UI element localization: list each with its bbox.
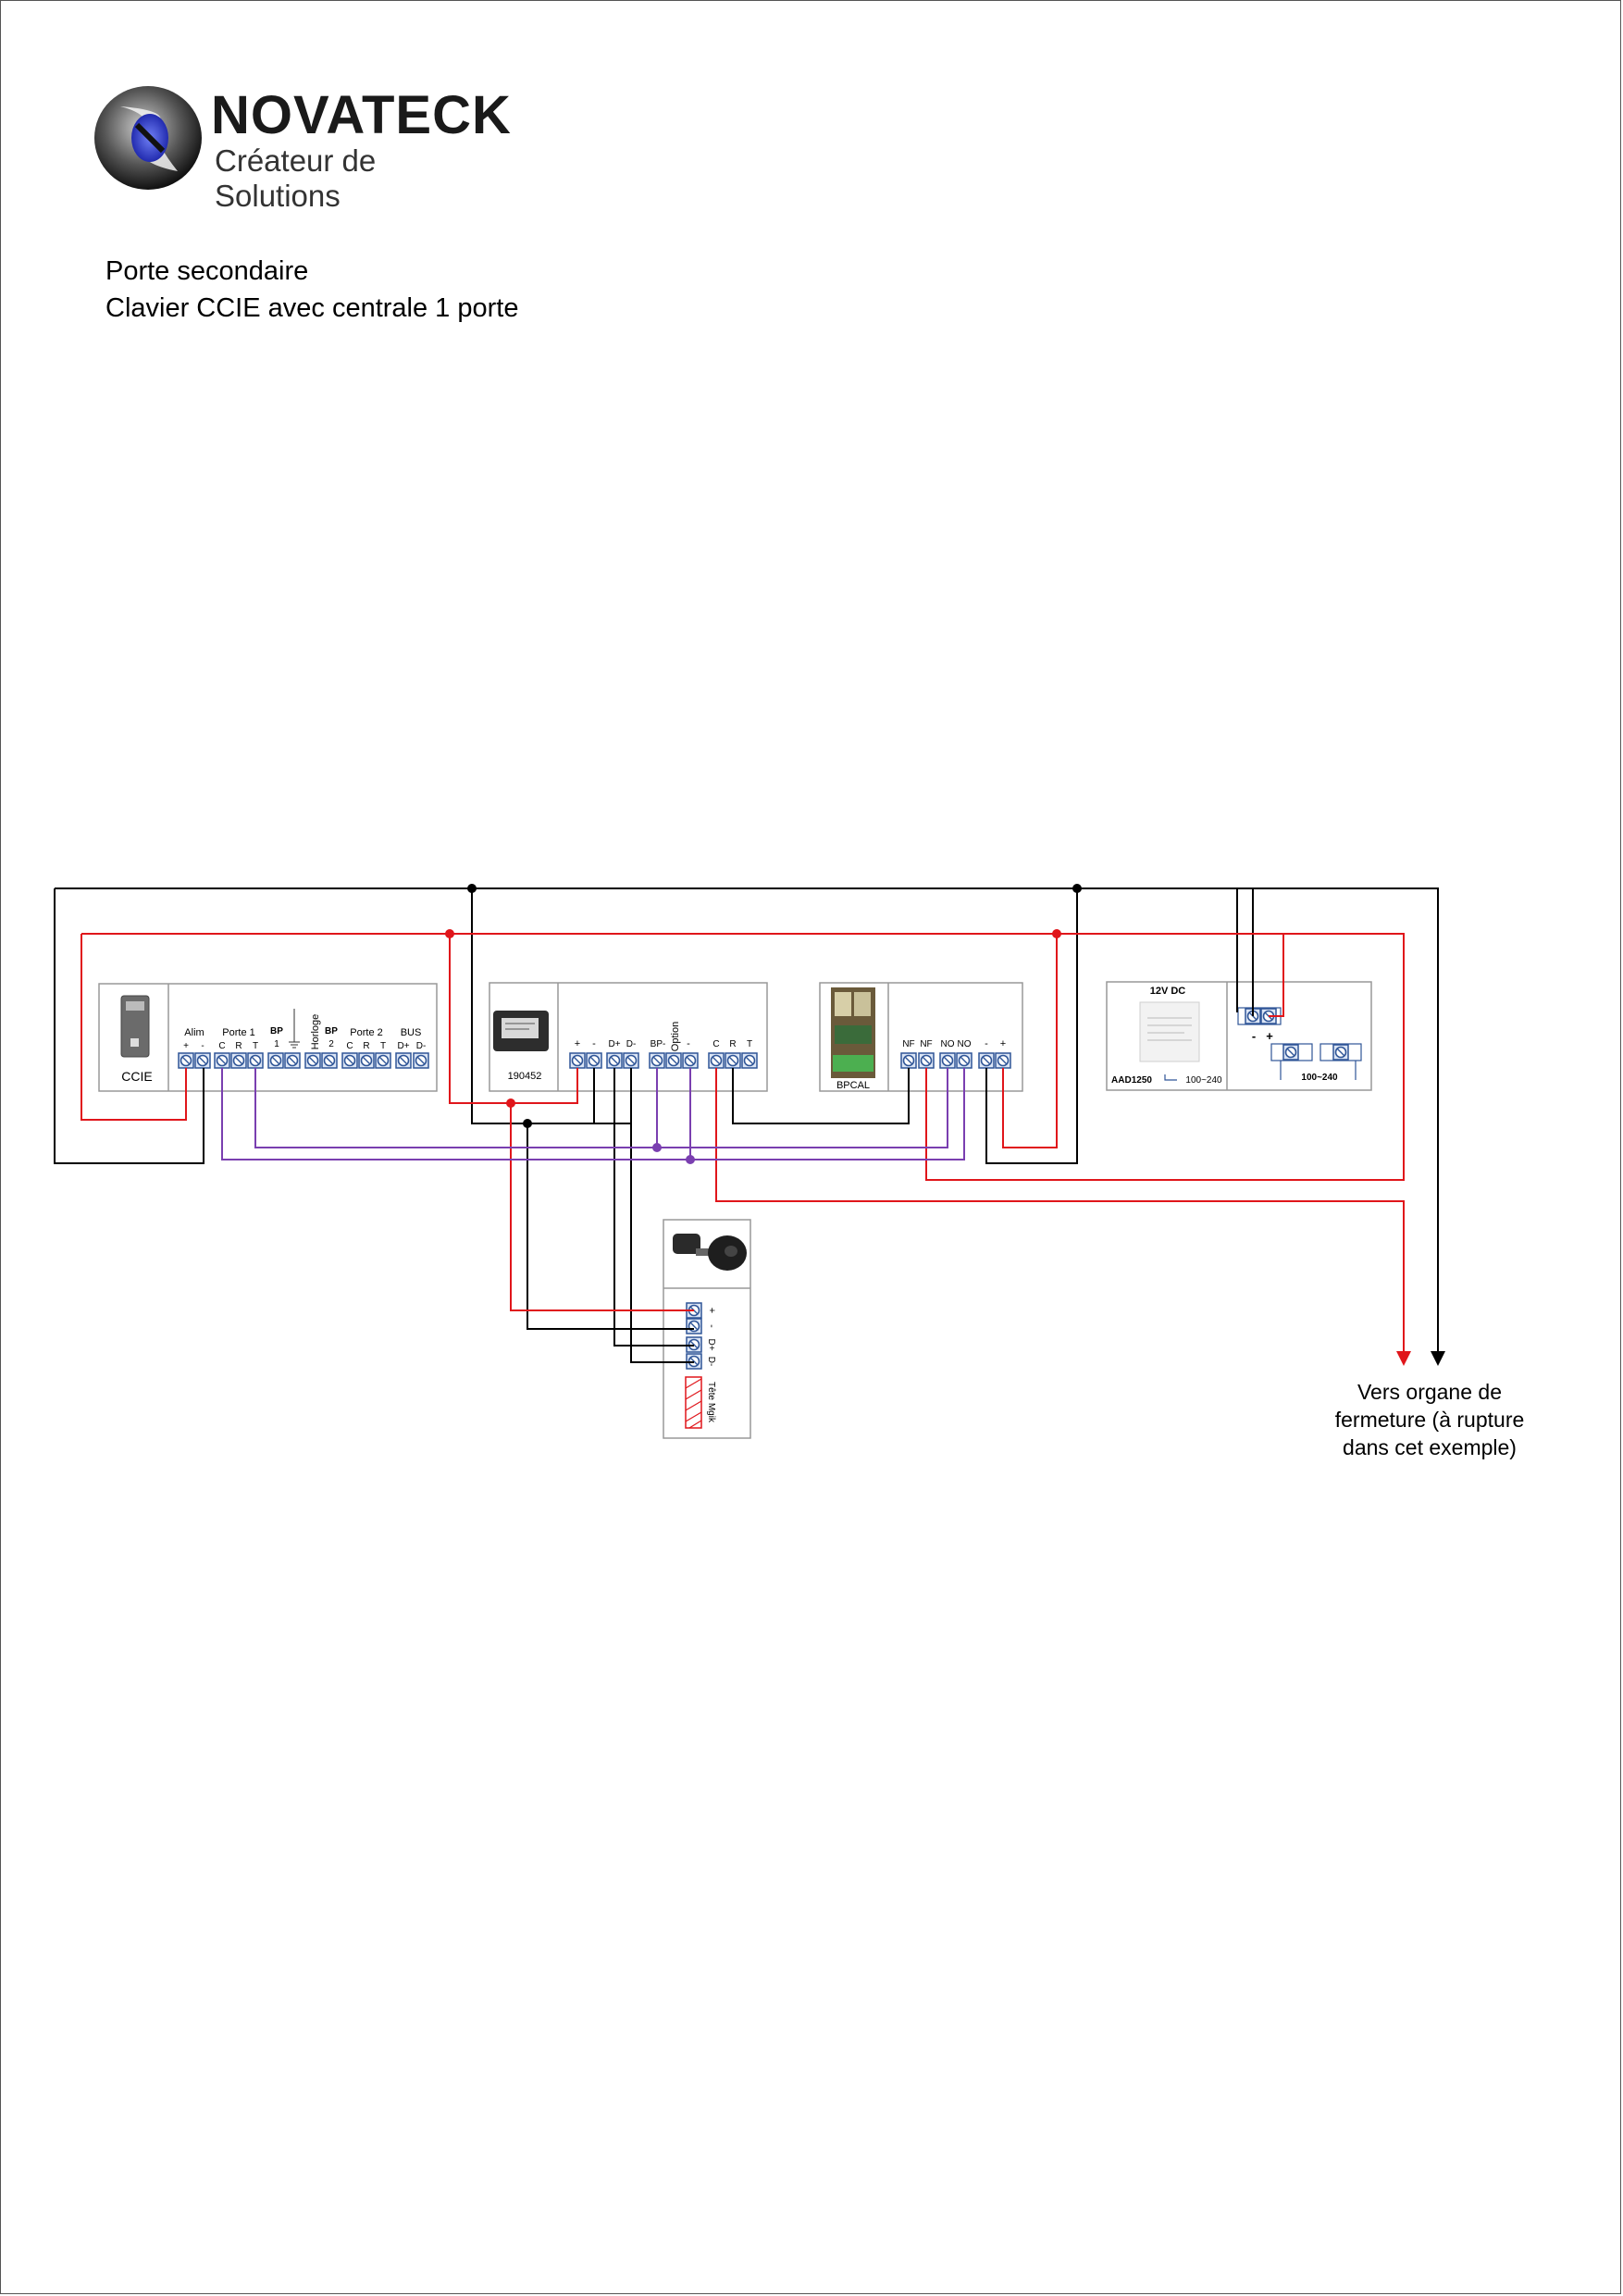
- reader-minus: -: [706, 1324, 717, 1328]
- ccie-bus-dminus: D-: [416, 1041, 427, 1051]
- reader-dplus: D+: [706, 1338, 716, 1350]
- page-heading-line-2: Clavier CCIE avec centrale 1 porte: [105, 293, 519, 323]
- psu-model: AAD1250: [1111, 1075, 1152, 1086]
- bpcal-name: BPCAL: [836, 1080, 870, 1091]
- novateck-logo-mark: [94, 86, 202, 190]
- psu-device-icon: [1139, 1001, 1200, 1062]
- ccie-p1-c: C: [218, 1041, 225, 1051]
- centrale-option-minus: -: [687, 1038, 690, 1049]
- ccie-p2-c: C: [346, 1041, 353, 1051]
- centrale-plus: +: [575, 1038, 580, 1049]
- ccie-porte1-label: Porte 1: [222, 1027, 254, 1038]
- psu-out-plus: +: [1266, 1029, 1273, 1043]
- wires-power-positive: [81, 933, 1405, 1351]
- ccie-module: CCIE Alim Porte 1 BP 1 Horloge BP 2 Port…: [98, 983, 438, 1092]
- reader-plus: +: [706, 1308, 717, 1313]
- bpcal-module: BPCAL NF NF NO NO - +: [819, 982, 1023, 1092]
- wires-power-negative: [54, 887, 1439, 1363]
- centrale-r: R: [729, 1039, 736, 1049]
- centrale-device-icon: [493, 1011, 549, 1051]
- note-line-3: dans cet exemple): [1343, 1435, 1517, 1459]
- ccie-alim-label: Alim: [184, 1027, 204, 1038]
- novateck-logo: NOVATECK Créateur de Solutions: [93, 79, 511, 213]
- reader-head-hatch: [685, 1376, 702, 1429]
- ccie-bp2-number: 2: [328, 1039, 334, 1049]
- reader-device-icon: [673, 1234, 747, 1271]
- psu-input-right: 100~240: [1301, 1073, 1338, 1083]
- ccie-keypad-icon: [120, 995, 150, 1058]
- ccie-alim-plus: +: [183, 1041, 189, 1051]
- psu-input-terminals: [1270, 1043, 1362, 1080]
- arrow-down-black-icon: [1431, 1351, 1445, 1366]
- centrale-t: T: [747, 1039, 752, 1049]
- bpcal-minus: -: [985, 1038, 988, 1049]
- ground-icon: [289, 1009, 300, 1049]
- ccie-bp1-label: BP: [270, 1026, 283, 1036]
- ccie-p1-r: R: [235, 1041, 242, 1051]
- bpcal-no1: NO: [941, 1039, 955, 1049]
- centrale-bp: BP-: [650, 1039, 666, 1049]
- logo-tagline: Créateur de Solutions: [215, 143, 377, 213]
- ccie-alim-minus: -: [201, 1041, 204, 1051]
- logo-name: NOVATECK: [211, 85, 512, 145]
- ccie-bus-dplus: D+: [397, 1041, 409, 1051]
- centrale-dminus: D-: [626, 1039, 637, 1049]
- centrale-name: 190452: [508, 1071, 542, 1082]
- note-line-1: Vers organe de: [1357, 1380, 1502, 1404]
- ccie-p2-t: T: [380, 1041, 386, 1051]
- ccie-bp2-label: BP: [325, 1026, 338, 1036]
- reader-dminus: D-: [706, 1357, 716, 1367]
- psu-out-minus: -: [1252, 1029, 1256, 1043]
- centrale-c: C: [712, 1039, 719, 1049]
- bpcal-nf2: NF: [920, 1039, 932, 1049]
- bpcal-nf1: NF: [902, 1039, 914, 1049]
- reader-head-label: Tête Mgik: [706, 1382, 716, 1423]
- psu-title: 12V DC: [1150, 986, 1186, 997]
- centrale-minus: -: [592, 1038, 596, 1049]
- wires-signal: [221, 1068, 965, 1160]
- ccie-bp1-number: 1: [274, 1039, 279, 1049]
- ccie-porte2-label: Porte 2: [350, 1027, 382, 1038]
- centrale-module: 190452 + - D+ D- BP- Option - C R T: [489, 982, 768, 1092]
- centrale-dplus: D+: [608, 1039, 620, 1049]
- output-arrows: [1396, 1351, 1445, 1366]
- ccie-horloge-label: Horloge: [310, 1014, 321, 1050]
- destination-note: Vers organe de fermeture (à rupture dans…: [1305, 1378, 1555, 1461]
- wire-junctions: [445, 884, 1082, 1164]
- ccie-name: CCIE: [121, 1069, 152, 1084]
- ccie-p1-t: T: [253, 1041, 258, 1051]
- centrale-option: Option: [670, 1022, 681, 1051]
- psu-input-left: 100~240: [1185, 1075, 1222, 1086]
- bpcal-plus: +: [1000, 1038, 1006, 1049]
- note-line-2: fermeture (à rupture: [1334, 1408, 1525, 1432]
- bpcal-no2: NO: [958, 1039, 972, 1049]
- ccie-bus-label: BUS: [401, 1027, 422, 1038]
- page-heading-line-1: Porte secondaire: [105, 256, 309, 286]
- centrale-terminal-strip: [569, 1052, 758, 1069]
- psu-module: 12V DC AAD1250 100~240 - + 100~240: [1106, 981, 1372, 1091]
- arrow-down-red-icon: [1396, 1351, 1411, 1366]
- ccie-p2-r: R: [363, 1041, 369, 1051]
- bpcal-board-icon: [831, 987, 875, 1078]
